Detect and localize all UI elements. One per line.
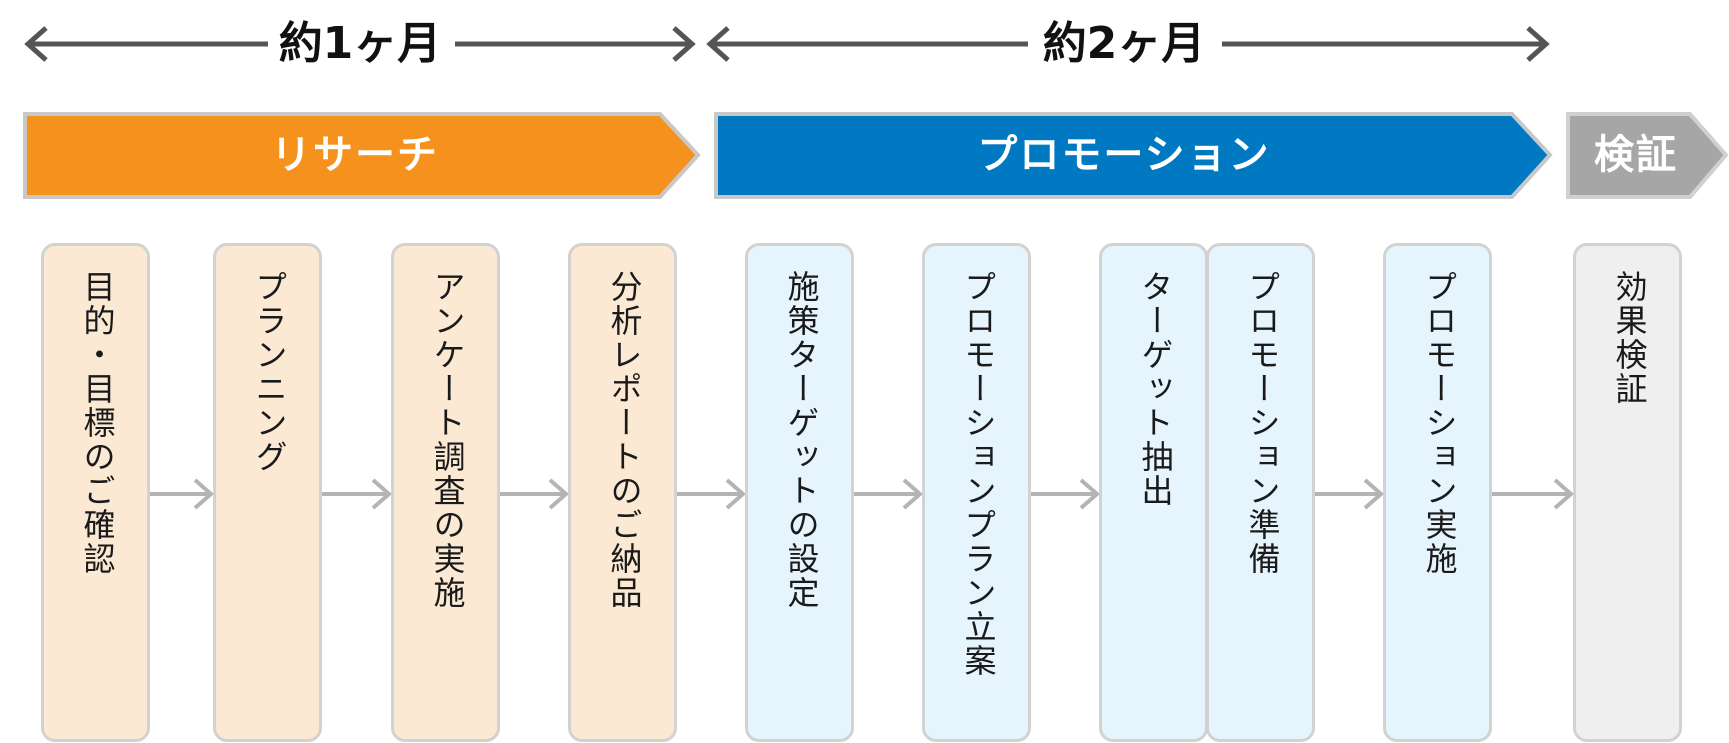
phase-banner-verify — [1566, 112, 1729, 199]
step-label: 施策ターゲットの設定 — [782, 270, 821, 610]
phase-label-promotion: プロモーション — [977, 132, 1270, 178]
step-label: 効果検証 — [1610, 270, 1649, 406]
step-box: 施策ターゲットの設定 — [745, 243, 854, 742]
connector-arrowhead — [725, 478, 747, 510]
step-label: プロモーション準備 — [1243, 270, 1282, 576]
step-box: 分析レポートのご納品 — [568, 243, 677, 742]
connector-arrow — [677, 478, 747, 510]
connector-arrow — [150, 478, 215, 510]
connector-arrow — [500, 478, 570, 510]
duration-1-month: 約1ヶ月 — [24, 18, 696, 69]
connector-arrowhead — [1363, 478, 1385, 510]
step-box: プロモーション準備 — [1206, 243, 1315, 742]
step-box: ターゲット抽出 — [1099, 243, 1208, 742]
connector-arrowhead — [548, 478, 570, 510]
duration-arrowhead-left — [706, 26, 730, 62]
phase-banner-promotion — [714, 112, 1553, 199]
duration-arrowhead-right — [672, 26, 696, 62]
phase-label-verify: 検証 — [1594, 132, 1678, 178]
connector-arrowhead — [1553, 478, 1575, 510]
duration-arrowhead-right — [1526, 26, 1550, 62]
step-label: アンケート調査の実施 — [428, 270, 467, 610]
connector-arrow — [1031, 478, 1101, 510]
step-box: 効果検証 — [1573, 243, 1682, 742]
step-box: プロモーションプラン立案 — [922, 243, 1031, 742]
connector-arrowhead — [371, 478, 393, 510]
phase-promotion: プロモーション — [714, 112, 1553, 199]
connector-arrow — [322, 478, 393, 510]
phase-banner-research — [23, 112, 701, 199]
connector-arrow — [1492, 478, 1575, 510]
step-label: 分析レポートのご納品 — [605, 270, 644, 610]
connector-arrowhead — [902, 478, 924, 510]
phase-research: リサーチ — [23, 112, 701, 199]
step-box: アンケート調査の実施 — [391, 243, 500, 742]
duration-label-2: 約2ヶ月 — [1043, 18, 1206, 69]
step-box: プロモーション実施 — [1383, 243, 1492, 742]
connector-arrowhead — [1079, 478, 1101, 510]
connector-arrow — [1315, 478, 1385, 510]
duration-2-months: 約2ヶ月 — [706, 18, 1550, 69]
duration-arrowhead-left — [24, 26, 48, 62]
phase-label-research: リサーチ — [271, 132, 439, 178]
step-connectors — [150, 478, 1575, 510]
step-label: ターゲット抽出 — [1136, 270, 1175, 508]
phase-verify: 検証 — [1566, 112, 1729, 199]
step-box: プランニング — [213, 243, 322, 742]
connector-arrow — [854, 478, 924, 510]
duration-label-1: 約1ヶ月 — [279, 18, 442, 69]
step-label: 目的・目標のご確認 — [78, 270, 117, 576]
step-label: プロモーション実施 — [1420, 270, 1459, 576]
step-label: プランニング — [250, 270, 289, 474]
step-box: 目的・目標のご確認 — [41, 243, 150, 742]
connector-arrowhead — [193, 478, 215, 510]
step-label: プロモーションプラン立案 — [959, 270, 998, 678]
